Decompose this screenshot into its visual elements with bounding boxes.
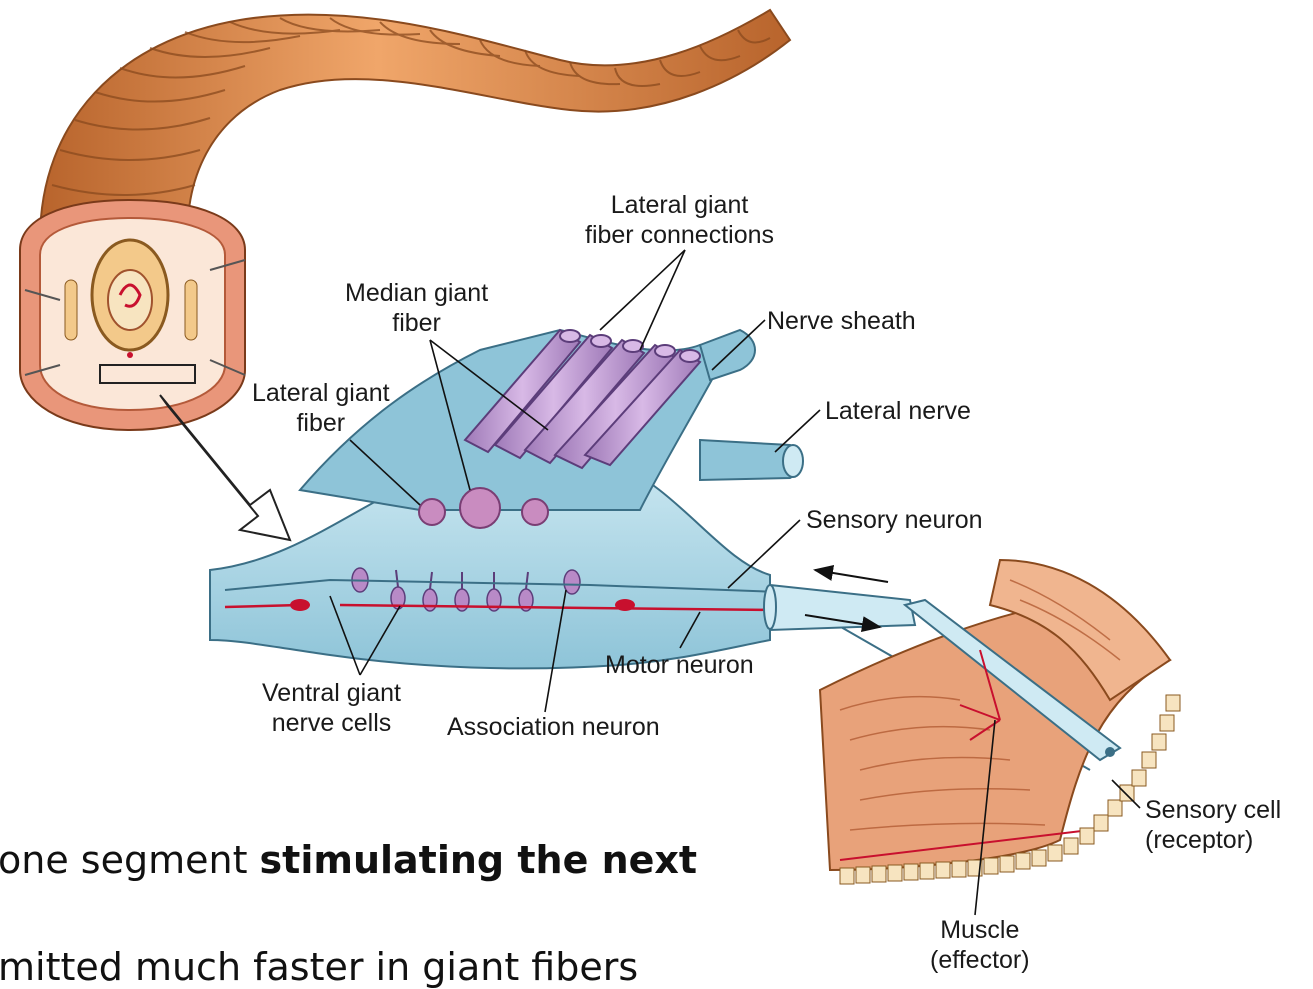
worm-cross-section [20,200,245,430]
label-line: (receptor) [1145,825,1281,855]
label-line: (effector) [930,945,1030,975]
label-line: Lateral giant [585,190,774,220]
label-lateral-giant-fiber-connections: Lateral giant fiber connections [585,190,774,250]
slide-text-plain: one segment [0,838,260,882]
lateral-giant-fiber-left [419,499,445,525]
afferent-arrow [815,570,888,582]
slide-text-bold: stimulating the next [260,838,698,882]
lateral-giant-fiber-right [522,499,548,525]
label-nerve-sheath: Nerve sheath [767,306,916,336]
label-ventral-giant-nerve-cells: Ventral giant nerve cells [262,678,401,738]
label-median-giant-fiber: Median giant fiber [345,278,488,338]
label-association-neuron: Association neuron [447,712,660,742]
slide-text-line-1: one segment stimulating the next [0,838,697,882]
label-line: Median giant [345,278,488,308]
label-line: fiber connections [585,220,774,250]
label-line: fiber [345,308,488,338]
label-line: Sensory cell [1145,795,1281,825]
label-motor-neuron: Motor neuron [605,650,754,680]
slide-text-line-2: mitted much faster in giant fibers [0,945,638,989]
label-lateral-nerve: Lateral nerve [825,396,971,426]
label-lateral-giant-fiber: Lateral giant fiber [252,378,390,438]
label-muscle: Muscle (effector) [930,915,1030,975]
label-line: Ventral giant [262,678,401,708]
label-line: nerve cells [262,708,401,738]
label-sensory-neuron: Sensory neuron [806,505,983,535]
label-line: Muscle [930,915,1030,945]
label-sensory-cell: Sensory cell (receptor) [1145,795,1281,855]
label-line: Lateral giant [252,378,390,408]
median-giant-fiber [460,488,500,528]
label-line: fiber [252,408,390,438]
